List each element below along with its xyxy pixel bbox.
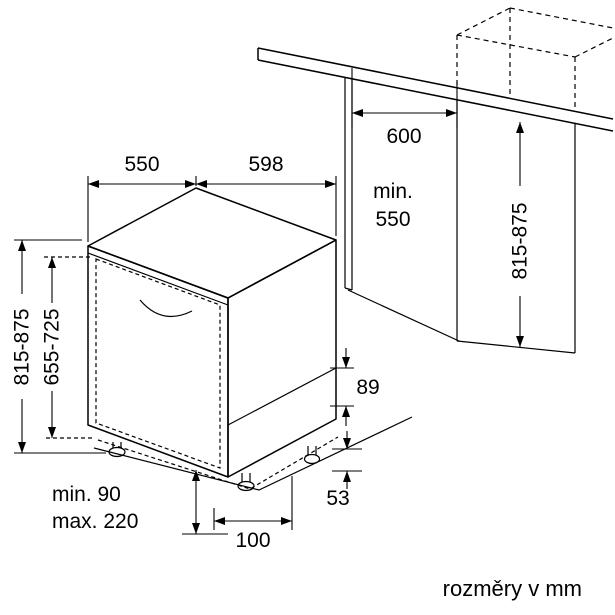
floor-line xyxy=(93,416,413,491)
dim-plinth-max-label: max. 220 xyxy=(52,510,138,533)
dim-rear-base-height-label: 89 xyxy=(356,376,379,399)
dim-niche-depth-label-min: min. xyxy=(373,180,413,203)
dim-rear-foot-clearance-label: 53 xyxy=(326,487,349,510)
dim-rear-base-height: 89 xyxy=(330,348,380,426)
dim-niche-width-label: 600 xyxy=(386,125,421,148)
foot-front-right xyxy=(237,473,255,492)
dim-door-panel-height: 655-725 xyxy=(41,256,92,439)
dim-appliance-height-label: 815-875 xyxy=(11,308,34,385)
worktop xyxy=(257,47,614,132)
dim-niche-height: 815-875 xyxy=(509,122,532,347)
dim-niche-depth: min. 550 xyxy=(373,180,413,231)
dim-rear-foot-clearance: 53 xyxy=(326,431,362,510)
dim-appliance-height: 815-875 xyxy=(11,239,106,454)
dim-plinth-height: min. 90 max. 220 xyxy=(52,470,228,535)
dishwasher-body xyxy=(87,187,337,478)
dim-niche-width: 600 xyxy=(351,68,458,148)
dishwasher-base xyxy=(93,416,413,492)
dim-door-panel-height-label: 655-725 xyxy=(41,308,64,385)
foot-rear-right xyxy=(303,446,321,465)
dim-front-foot-depth-label: 100 xyxy=(235,529,270,552)
dim-top-depth-label: 550 xyxy=(124,153,159,176)
dishwasher-door xyxy=(95,258,221,469)
niche-volume-dashed-box xyxy=(456,7,614,111)
niche-right-panel xyxy=(456,100,576,354)
door-handle xyxy=(139,299,193,318)
dim-top-width-label: 598 xyxy=(248,153,283,176)
dim-top-depth-and-width: 550 598 xyxy=(87,153,337,242)
dim-plinth-min-label: min. 90 xyxy=(52,483,121,506)
units-caption: rozměry v mm xyxy=(443,576,582,601)
dim-front-foot-depth: 100 xyxy=(213,476,293,552)
dim-niche-depth-label-value: 550 xyxy=(375,208,410,231)
dim-niche-height-label: 815-875 xyxy=(509,202,532,279)
